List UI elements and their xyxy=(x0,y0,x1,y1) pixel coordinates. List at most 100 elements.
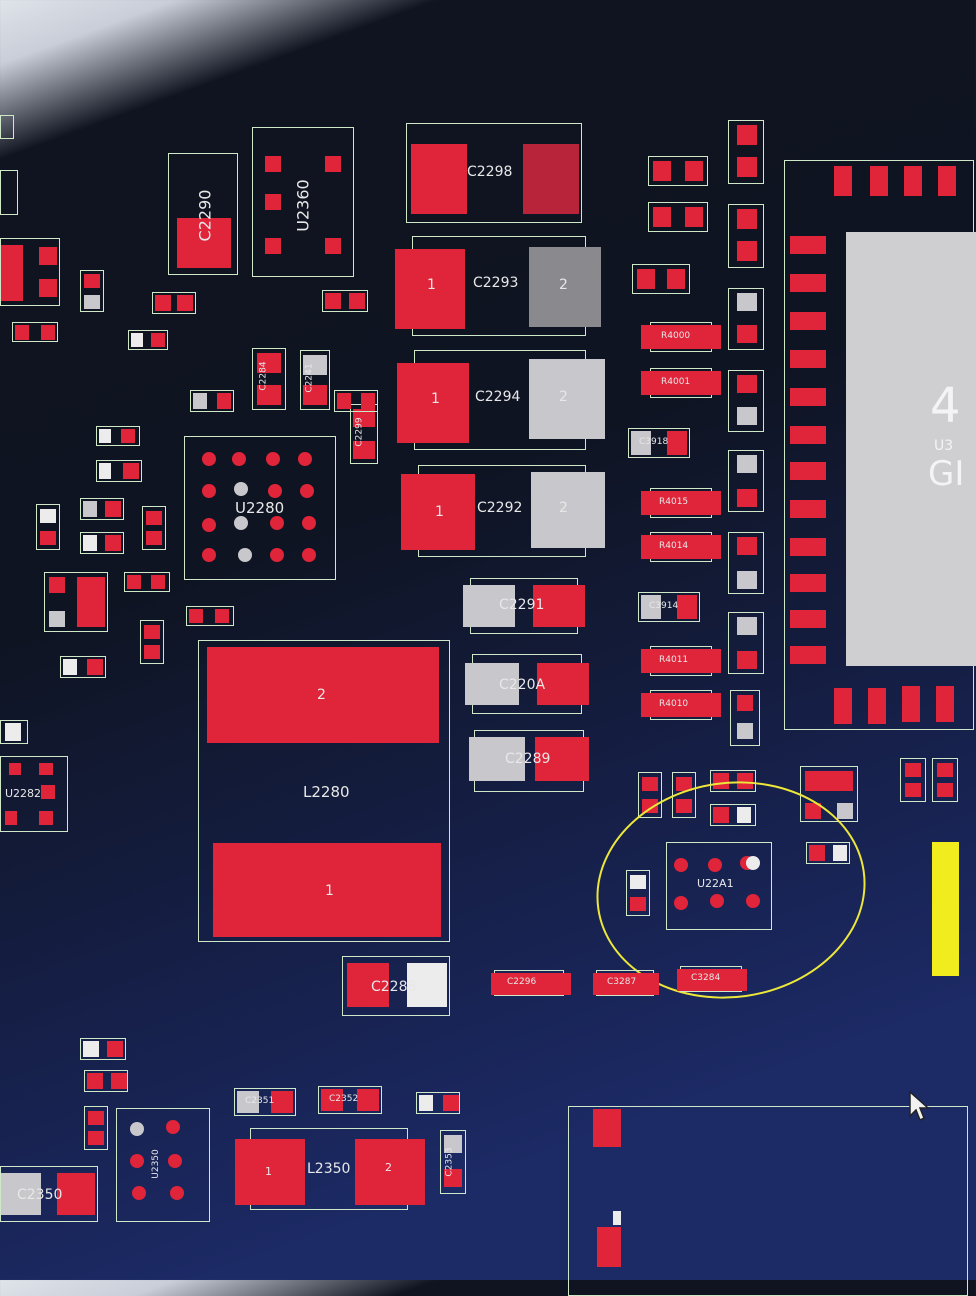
resistor xyxy=(932,758,958,802)
capacitor-c2241b xyxy=(632,264,690,294)
u22a1-label: U22A1 xyxy=(697,877,734,890)
capacitor-c2351[interactable]: C2351 xyxy=(234,1088,296,1116)
capacitor-c2241[interactable]: C2241 xyxy=(300,350,330,410)
ic-u2350[interactable]: U2350 xyxy=(116,1108,210,1222)
resistor-r4015[interactable]: R4015 xyxy=(641,488,721,518)
c2289-label: C2289 xyxy=(505,751,551,767)
resistor xyxy=(80,270,104,312)
capacitor-c2288[interactable]: C2288 xyxy=(342,956,450,1016)
resistor xyxy=(710,804,756,826)
resistor xyxy=(728,370,764,432)
ic-u2282[interactable]: U2282 xyxy=(0,756,68,832)
capacitor-c2294[interactable]: 1 C2294 2 xyxy=(397,350,605,450)
c2291-label: C2291 xyxy=(499,597,545,613)
resistor xyxy=(648,156,708,186)
capacitor-c3918[interactable]: C3918 xyxy=(628,428,690,458)
yellow-component xyxy=(932,842,959,976)
capacitor xyxy=(672,772,696,818)
capacitor-c2290[interactable]: C2290 xyxy=(168,153,238,275)
resistor-r4014[interactable]: R4014 xyxy=(641,532,721,562)
resistor xyxy=(190,390,234,412)
c2292-label: C2292 xyxy=(477,500,523,516)
resistor xyxy=(728,288,764,350)
resistor xyxy=(0,720,28,744)
resistor xyxy=(806,842,850,864)
capacitor-c3284[interactable]: C3284 xyxy=(677,966,747,992)
c2290-label: C2290 xyxy=(195,189,215,242)
large-component-outline xyxy=(568,1106,968,1296)
capacitor-c2291[interactable]: C2291 xyxy=(463,578,585,634)
resistor xyxy=(124,572,170,592)
resistor xyxy=(152,292,196,314)
resistor xyxy=(334,390,378,412)
big-chip-text: GI xyxy=(928,454,965,494)
resistor xyxy=(626,870,650,916)
u2282-label: U2282 xyxy=(5,787,42,800)
resistor xyxy=(728,612,764,674)
transistor xyxy=(800,766,858,822)
resistor xyxy=(140,620,164,664)
partial-component xyxy=(0,115,14,139)
capacitor-c3287[interactable]: C3287 xyxy=(593,970,659,996)
capacitor-c2352[interactable]: C2352 xyxy=(318,1086,382,1114)
ic-u2280[interactable]: U2280 xyxy=(184,436,336,580)
capacitor-c220a[interactable]: C220A xyxy=(465,654,589,714)
c2293-label: C2293 xyxy=(473,275,519,291)
resistor xyxy=(730,690,760,746)
capacitor-c2289[interactable]: C2289 xyxy=(469,730,589,792)
inductor-l2280[interactable]: 2 L2280 1 xyxy=(198,640,450,942)
resistor xyxy=(728,120,764,184)
resistor xyxy=(728,204,764,268)
big-chip-number: 4 xyxy=(930,378,961,434)
u2280-label: U2280 xyxy=(235,499,285,517)
ic-u22a1[interactable]: U22A1 xyxy=(666,842,772,930)
capacitor-c2292[interactable]: 1 C2292 2 xyxy=(401,465,605,557)
l2280-label: L2280 xyxy=(303,783,350,801)
resistor xyxy=(186,606,234,626)
capacitor-c2284[interactable]: C2284 xyxy=(252,348,286,410)
resistor xyxy=(710,770,756,792)
capacitor-c2299[interactable]: C2299 xyxy=(350,404,378,464)
resistor xyxy=(80,532,124,554)
resistor xyxy=(900,758,926,802)
resistor xyxy=(12,322,58,342)
resistor xyxy=(142,506,166,550)
resistor-r4011[interactable]: R4011 xyxy=(641,646,721,676)
u2360-label: U2360 xyxy=(293,179,313,232)
ic-die xyxy=(846,232,976,666)
c2298-label: C2298 xyxy=(467,164,513,180)
c2294-label: C2294 xyxy=(475,389,521,405)
capacitor-c2293[interactable]: 1 C2293 2 xyxy=(395,236,601,336)
resistor xyxy=(128,330,168,350)
resistor xyxy=(648,202,708,232)
resistor xyxy=(84,1106,108,1150)
transistor xyxy=(44,572,108,632)
resistor xyxy=(96,426,140,446)
resistor xyxy=(80,1038,126,1060)
ic-u2360[interactable]: U2360 xyxy=(252,127,354,277)
capacitor-c2298[interactable]: C2298 xyxy=(406,123,582,223)
capacitor-c2296[interactable]: C2296 xyxy=(491,970,571,996)
resistor xyxy=(84,1070,128,1092)
mouse-pointer-icon xyxy=(909,1090,930,1122)
resistor-r4001[interactable]: R4001 xyxy=(641,368,721,398)
partial-component xyxy=(0,238,60,306)
resistor-r4000[interactable]: R4000 xyxy=(641,322,721,352)
capacitor-c2353[interactable]: C2353 xyxy=(440,1130,466,1194)
big-chip-ref: U3 xyxy=(934,438,954,454)
capacitor-c3914[interactable]: C3914 xyxy=(638,592,700,622)
resistor xyxy=(416,1092,460,1114)
c2288-label: C2288 xyxy=(371,979,417,995)
capacitor xyxy=(638,772,662,818)
resistor xyxy=(36,504,60,550)
c2350-label: C2350 xyxy=(17,1187,63,1203)
resistor-r4010[interactable]: R4010 xyxy=(641,690,721,720)
resistor xyxy=(80,498,124,520)
resistor xyxy=(728,532,764,594)
capacitor-c2350[interactable]: C2350 xyxy=(0,1166,98,1222)
resistor xyxy=(322,290,368,312)
inductor-l2350[interactable]: 1 L2350 2 xyxy=(235,1128,425,1210)
resistor xyxy=(60,656,106,678)
partial-component xyxy=(0,170,18,215)
